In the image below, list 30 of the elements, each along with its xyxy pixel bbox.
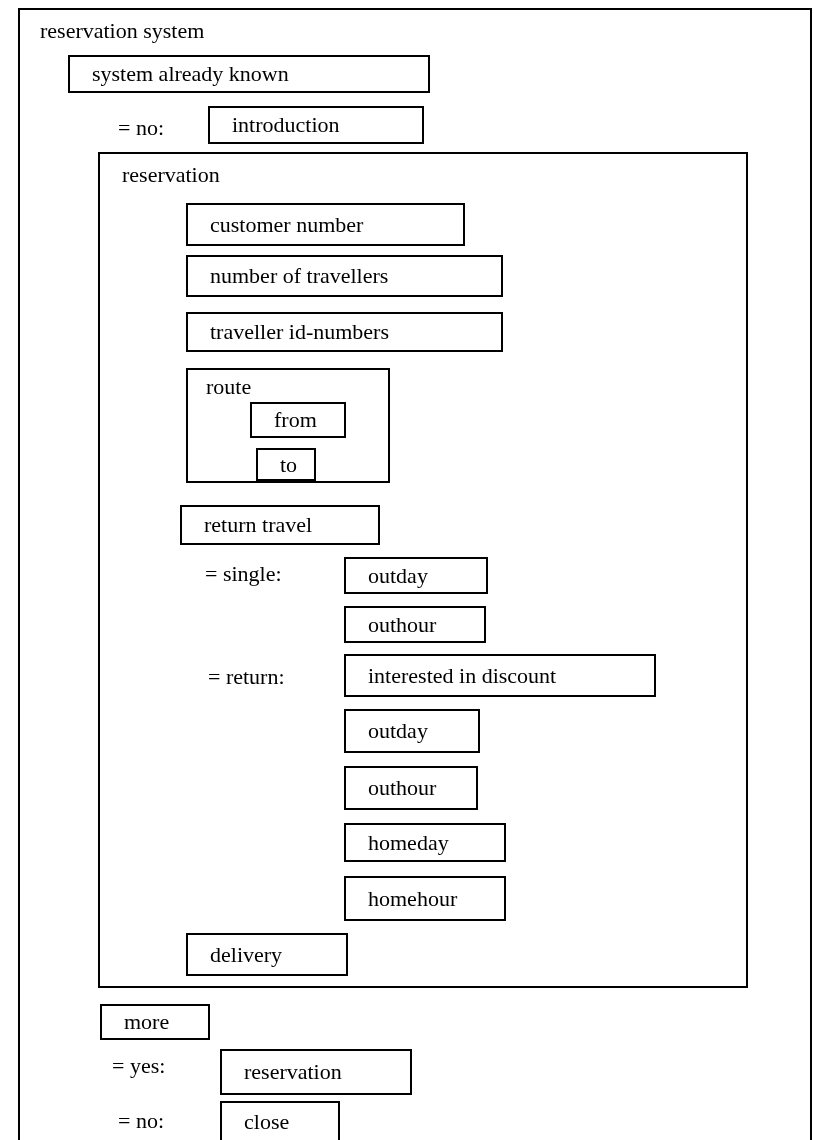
condition-label: = yes: [112, 1053, 166, 1079]
component-box: interested in discount [344, 654, 656, 697]
group-title: reservation system [40, 18, 205, 44]
component-box: more [100, 1004, 210, 1040]
component-box: traveller id-numbers [186, 312, 503, 352]
group-box [98, 152, 748, 988]
condition-label: = no: [118, 1108, 165, 1134]
condition-label: = return: [208, 664, 285, 690]
component-box: outhour [344, 766, 478, 810]
group-box [186, 368, 390, 483]
component-box: from [250, 402, 346, 438]
component-box: system already known [68, 55, 430, 93]
component-box: introduction [208, 106, 424, 144]
component-box: outhour [344, 606, 486, 643]
component-box: return travel [180, 505, 380, 545]
component-box: homeday [344, 823, 506, 862]
group-title: route [206, 374, 252, 400]
component-box: outday [344, 709, 480, 753]
component-box: outday [344, 557, 488, 594]
component-box: homehour [344, 876, 506, 921]
condition-label: = no: [118, 115, 165, 141]
component-box: reservation [220, 1049, 412, 1095]
component-box: delivery [186, 933, 348, 976]
component-box: close [220, 1101, 340, 1140]
component-box: number of travellers [186, 255, 503, 297]
group-title: reservation [122, 162, 220, 188]
component-box: customer number [186, 203, 465, 246]
component-box: to [256, 448, 316, 481]
condition-label: = single: [205, 561, 282, 587]
group-box [18, 8, 812, 1140]
